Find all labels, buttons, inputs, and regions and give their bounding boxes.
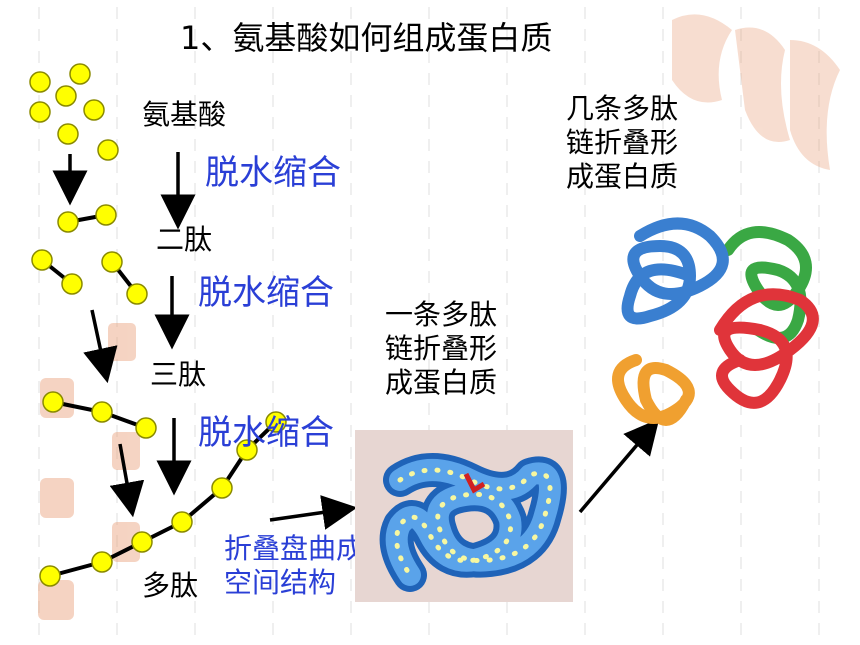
free-amino-acid <box>97 139 119 161</box>
label-polypeptide: 多肽 <box>142 569 199 602</box>
tripeptide-bead <box>91 401 113 423</box>
arrow-to-folded <box>269 495 358 530</box>
label-one-chain-protein: 一条多肽 链折叠形 成蛋白质 <box>385 298 498 400</box>
polypeptide-bead <box>171 511 193 533</box>
dipeptide-bead <box>126 283 148 305</box>
arrow-left-3 <box>109 443 145 518</box>
page-title: 1、氨基酸如何组成蛋白质 <box>180 19 553 57</box>
free-amino-acid <box>83 99 105 121</box>
polypeptide-bead <box>265 411 287 433</box>
label-tripeptide: 三肽 <box>150 358 207 391</box>
label-amino-acid: 氨基酸 <box>142 98 227 131</box>
polypeptide-bead <box>91 551 113 573</box>
polypeptide-bead <box>211 477 233 499</box>
arrow-left-2 <box>83 309 118 384</box>
free-amino-acid <box>57 123 79 145</box>
watermark-seal-top-right <box>672 14 840 170</box>
tripeptide-bead <box>42 391 64 413</box>
label-dehydration-1: 脱水缩合 <box>205 153 341 193</box>
label-multi-chain-protein: 几条多肽 链折叠形 成蛋白质 <box>566 92 679 194</box>
polypeptide-bead <box>131 531 153 553</box>
free-amino-acid <box>29 71 51 93</box>
label-folding: 折叠盘曲成 空间结构 <box>224 532 365 600</box>
tripeptide-bead <box>135 417 157 439</box>
label-dipeptide: 二肽 <box>156 223 213 256</box>
seal-stamp-3 <box>112 432 140 470</box>
amino-acid-beads <box>29 63 287 587</box>
free-amino-acid <box>55 85 77 107</box>
label-dehydration-2: 脱水缩合 <box>198 273 334 313</box>
label-dehydration-3: 脱水缩合 <box>198 413 334 453</box>
free-amino-acid <box>29 101 51 123</box>
free-amino-acid <box>69 63 91 85</box>
polypeptide-bead <box>236 439 258 461</box>
dipeptide-bead <box>57 211 79 233</box>
dipeptide-bead <box>101 251 123 273</box>
dipeptide-bead <box>31 249 53 271</box>
seal-stamp-6 <box>38 580 74 620</box>
arrow-to-complex <box>578 418 660 514</box>
polypeptide-bead <box>39 565 61 587</box>
dipeptide-bead <box>61 273 83 295</box>
process-arrows <box>52 152 660 530</box>
seal-stamp-4 <box>40 478 74 518</box>
dipeptide-bead <box>95 204 117 226</box>
